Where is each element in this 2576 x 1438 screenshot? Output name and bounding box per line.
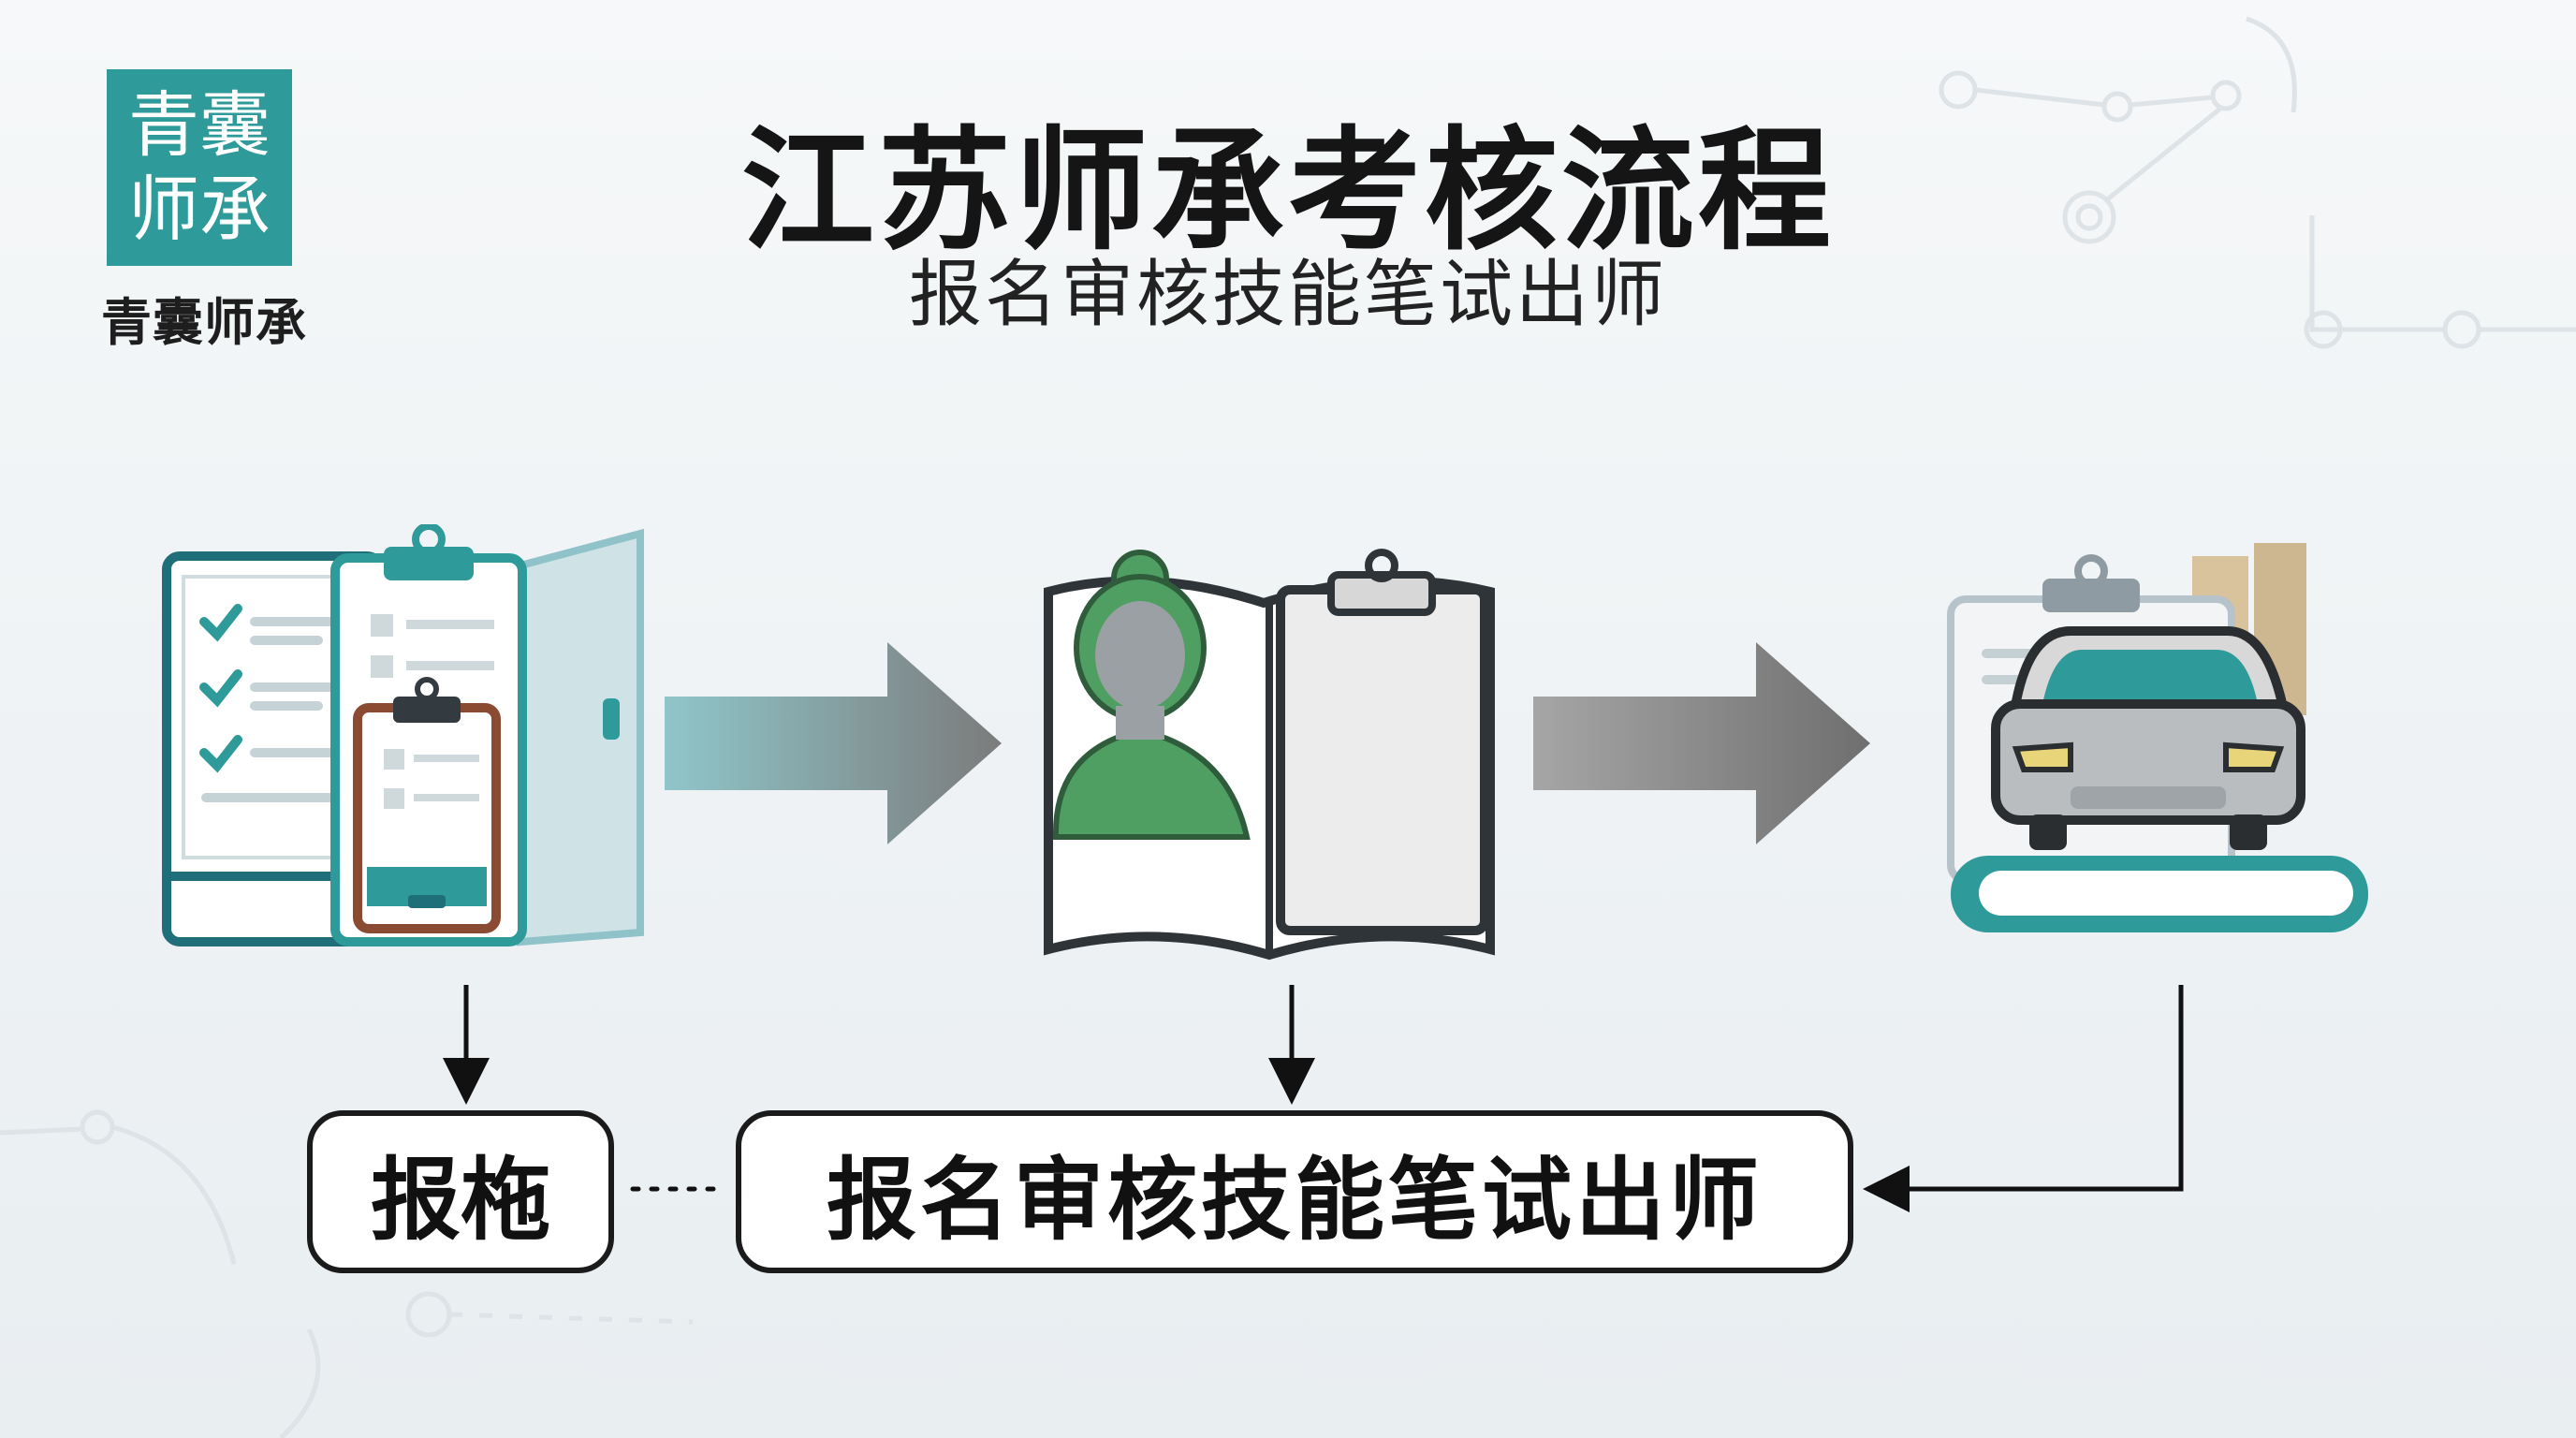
logo-caption: 青囊师承 bbox=[101, 293, 307, 352]
arrow-right-icon bbox=[1533, 642, 1870, 844]
arrow-right-icon bbox=[665, 642, 1002, 844]
page-title: 江苏师承考核流程 bbox=[741, 114, 1835, 269]
return-arrow-step3 bbox=[1863, 985, 2184, 1212]
car-clipboard-icon bbox=[1947, 543, 2368, 932]
logo-line-1: 青囊 bbox=[128, 83, 271, 167]
clipboard-phone-door-icon bbox=[162, 524, 644, 946]
logo-badge: 青囊 师承 bbox=[107, 69, 292, 266]
logo-line-2: 师承 bbox=[128, 168, 271, 251]
page-subtitle: 报名审核技能笔试出师 bbox=[908, 253, 1667, 337]
person-open-book-icon bbox=[1044, 549, 1495, 961]
step-label-box-left: 报柂 bbox=[307, 1110, 614, 1273]
step-label-box-right: 报名审核技能笔试出师 bbox=[736, 1110, 1853, 1273]
